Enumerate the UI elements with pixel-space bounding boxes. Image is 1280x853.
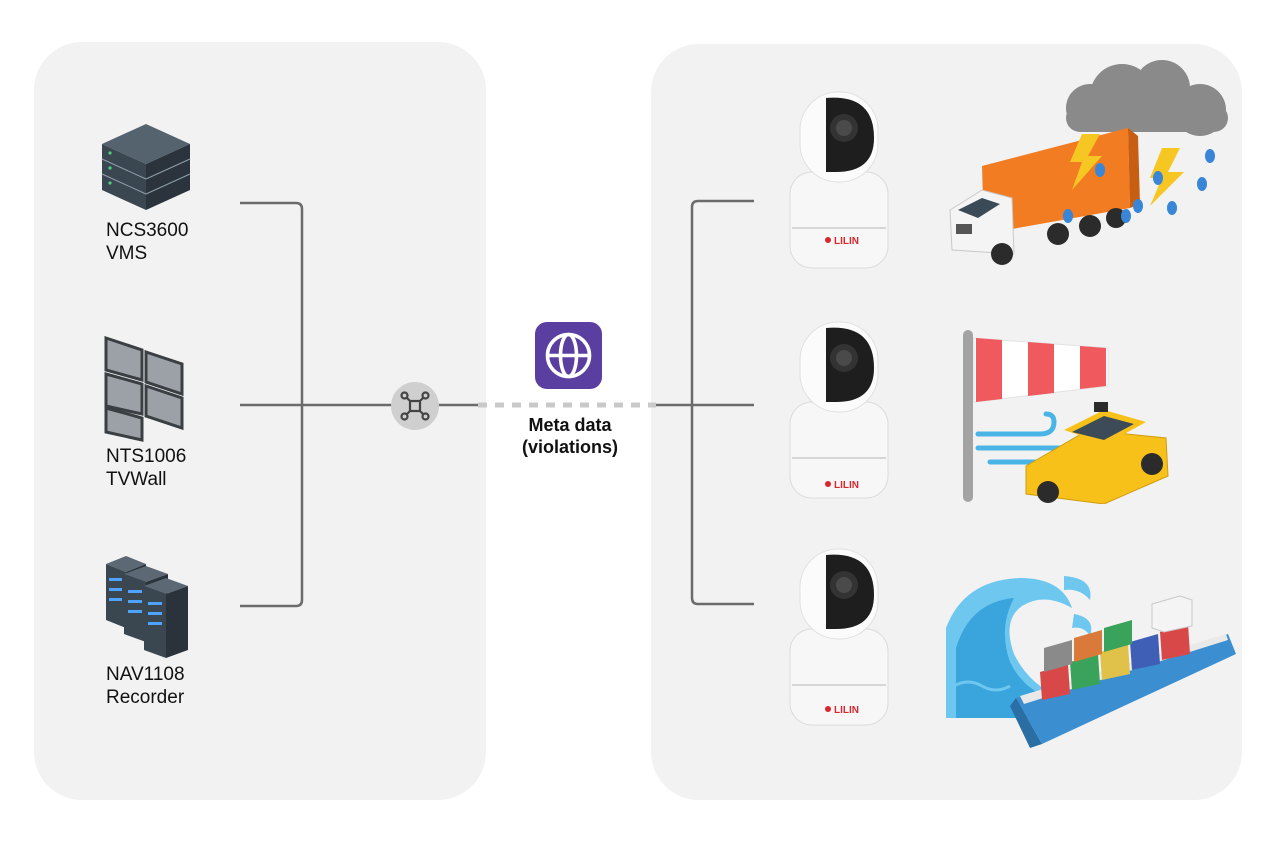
ptz-camera-icon: LILIN	[786, 545, 892, 736]
wave-cargo-ship-icon	[944, 568, 1240, 759]
device-name: NCS3600	[106, 220, 189, 241]
device-ncs3600: NCS3600 VMS	[106, 219, 188, 265]
metadata-label: Meta data (violations)	[500, 414, 640, 458]
ptz-camera-icon: LILIN	[786, 318, 892, 509]
video-wall-icon	[102, 335, 186, 447]
network-hub-icon	[390, 381, 440, 436]
device-name: NAV1108	[106, 664, 185, 685]
device-nav1108: NAV1108 Recorder	[106, 663, 185, 709]
recorder-servers-icon	[100, 556, 192, 665]
ptz-camera-icon: LILIN	[786, 88, 892, 279]
truck-storm-icon	[940, 58, 1232, 283]
server-rack-icon	[100, 122, 192, 219]
device-role: Recorder	[106, 687, 185, 708]
metadata-label-line2: (violations)	[521, 437, 618, 457]
camera-brand: LILIN	[834, 705, 859, 716]
globe-icon	[535, 322, 602, 394]
camera-brand: LILIN	[834, 236, 859, 247]
windsock-taxi-icon	[956, 326, 1180, 509]
device-nts1006: NTS1006 TVWall	[106, 445, 186, 491]
camera-brand: LILIN	[834, 480, 859, 491]
device-role: TVWall	[106, 469, 167, 490]
metadata-label-line1: Meta data	[528, 415, 612, 435]
device-role: VMS	[106, 243, 148, 264]
device-name: NTS1006	[106, 446, 187, 467]
